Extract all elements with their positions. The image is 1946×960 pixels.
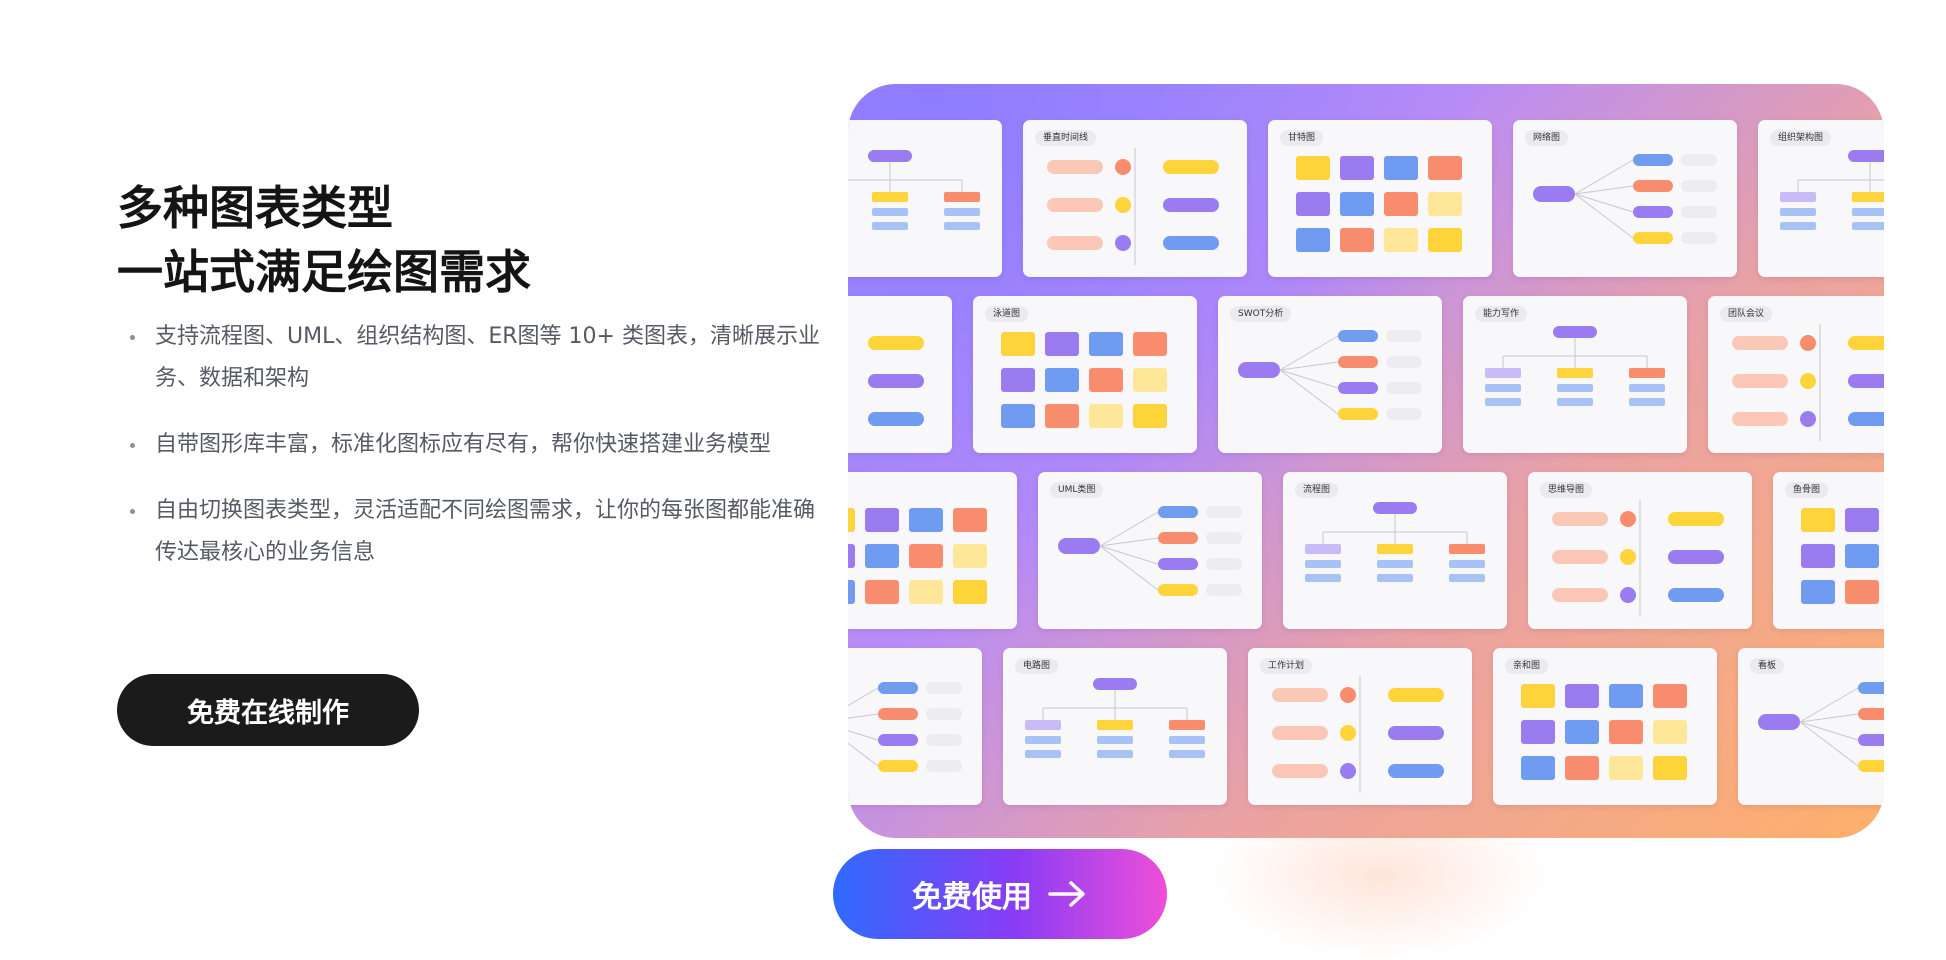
diagram-template-card[interactable]: 甘特图 [1268,120,1492,277]
diagram-template-label: SWOT分析 [1230,306,1291,322]
diagram-template-label: 垂直时间线 [1035,130,1096,146]
diagram-template-label: 鱼骨图 [1785,482,1828,498]
arrow-right-icon [1048,880,1088,908]
diagram-template-label: 能力写作 [1475,306,1527,322]
feature-item: 自带图形库丰富，标准化图标应有尽有，帮你快速搭建业务模型 [125,424,835,466]
free-use-label: 免费使用 [912,872,1032,916]
diagram-template-card[interactable] [848,296,952,453]
diagram-template-card[interactable]: 能力写作 [1463,296,1687,453]
diagram-template-card[interactable]: 团队会议 [1708,296,1884,453]
diagram-template-card[interactable] [848,648,982,805]
diagram-template-label: 甘特图 [1280,130,1323,146]
feature-list: 支持流程图、UML、组织结构图、ER图等 10+ 类图表，清晰展示业务、数据和架… [125,316,835,598]
feature-item: 自由切换图表类型，灵活适配不同绘图需求，让你的每张图都能准确传达最核心的业务信息 [125,490,835,574]
diagram-template-card[interactable]: 思维导图 [1528,472,1752,629]
diagram-template-card[interactable]: 鱼骨图 [848,472,1017,629]
diagram-template-card[interactable] [848,120,1002,277]
diagram-template-card[interactable]: 流程图 [1283,472,1507,629]
hero-title: 多种图表类型 一站式满足绘图需求 [117,176,531,304]
free-use-button[interactable]: 免费使用 [833,849,1167,939]
diagram-thumbnail [848,120,1002,277]
diagram-template-card[interactable]: 电路图 [1003,648,1227,805]
diagram-template-label: 工作计划 [1260,658,1312,674]
diagram-template-label: 亲和图 [1505,658,1548,674]
diagram-template-label: 团队会议 [1720,306,1772,322]
free-online-create-button[interactable]: 免费在线制作 [117,674,419,746]
diagram-template-label: 看板 [1750,658,1784,674]
diagram-template-card[interactable]: 亲和图 [1493,648,1717,805]
diagram-thumbnail [848,648,982,805]
diagram-template-card[interactable]: 鱼骨图 [1773,472,1884,629]
diagram-template-label: 电路图 [1015,658,1058,674]
hero-title-line-1: 多种图表类型 [117,176,531,240]
diagram-template-label: UML类图 [1050,482,1103,498]
diagram-template-label: 网络图 [1525,130,1568,146]
hero-title-line-2: 一站式满足绘图需求 [117,240,531,304]
diagram-template-card[interactable]: SWOT分析 [1218,296,1442,453]
diagram-template-card[interactable]: 看板 [1738,648,1884,805]
diagram-thumbnail [848,472,1017,629]
diagram-template-card[interactable]: 泳道图 [973,296,1197,453]
diagram-template-label: 泳道图 [985,306,1028,322]
diagram-template-label: 思维导图 [1540,482,1592,498]
diagram-template-label: 流程图 [1295,482,1338,498]
diagram-template-card[interactable]: 网络图 [1513,120,1737,277]
diagram-template-card[interactable]: 组织架构图 [1758,120,1884,277]
diagram-thumbnail [848,296,952,453]
diagram-template-card[interactable]: UML类图 [1038,472,1262,629]
diagram-template-label: 组织架构图 [1770,130,1831,146]
diagram-template-card[interactable]: 垂直时间线 [1023,120,1247,277]
feature-item: 支持流程图、UML、组织结构图、ER图等 10+ 类图表，清晰展示业务、数据和架… [125,316,835,400]
diagram-template-card[interactable]: 工作计划 [1248,648,1472,805]
